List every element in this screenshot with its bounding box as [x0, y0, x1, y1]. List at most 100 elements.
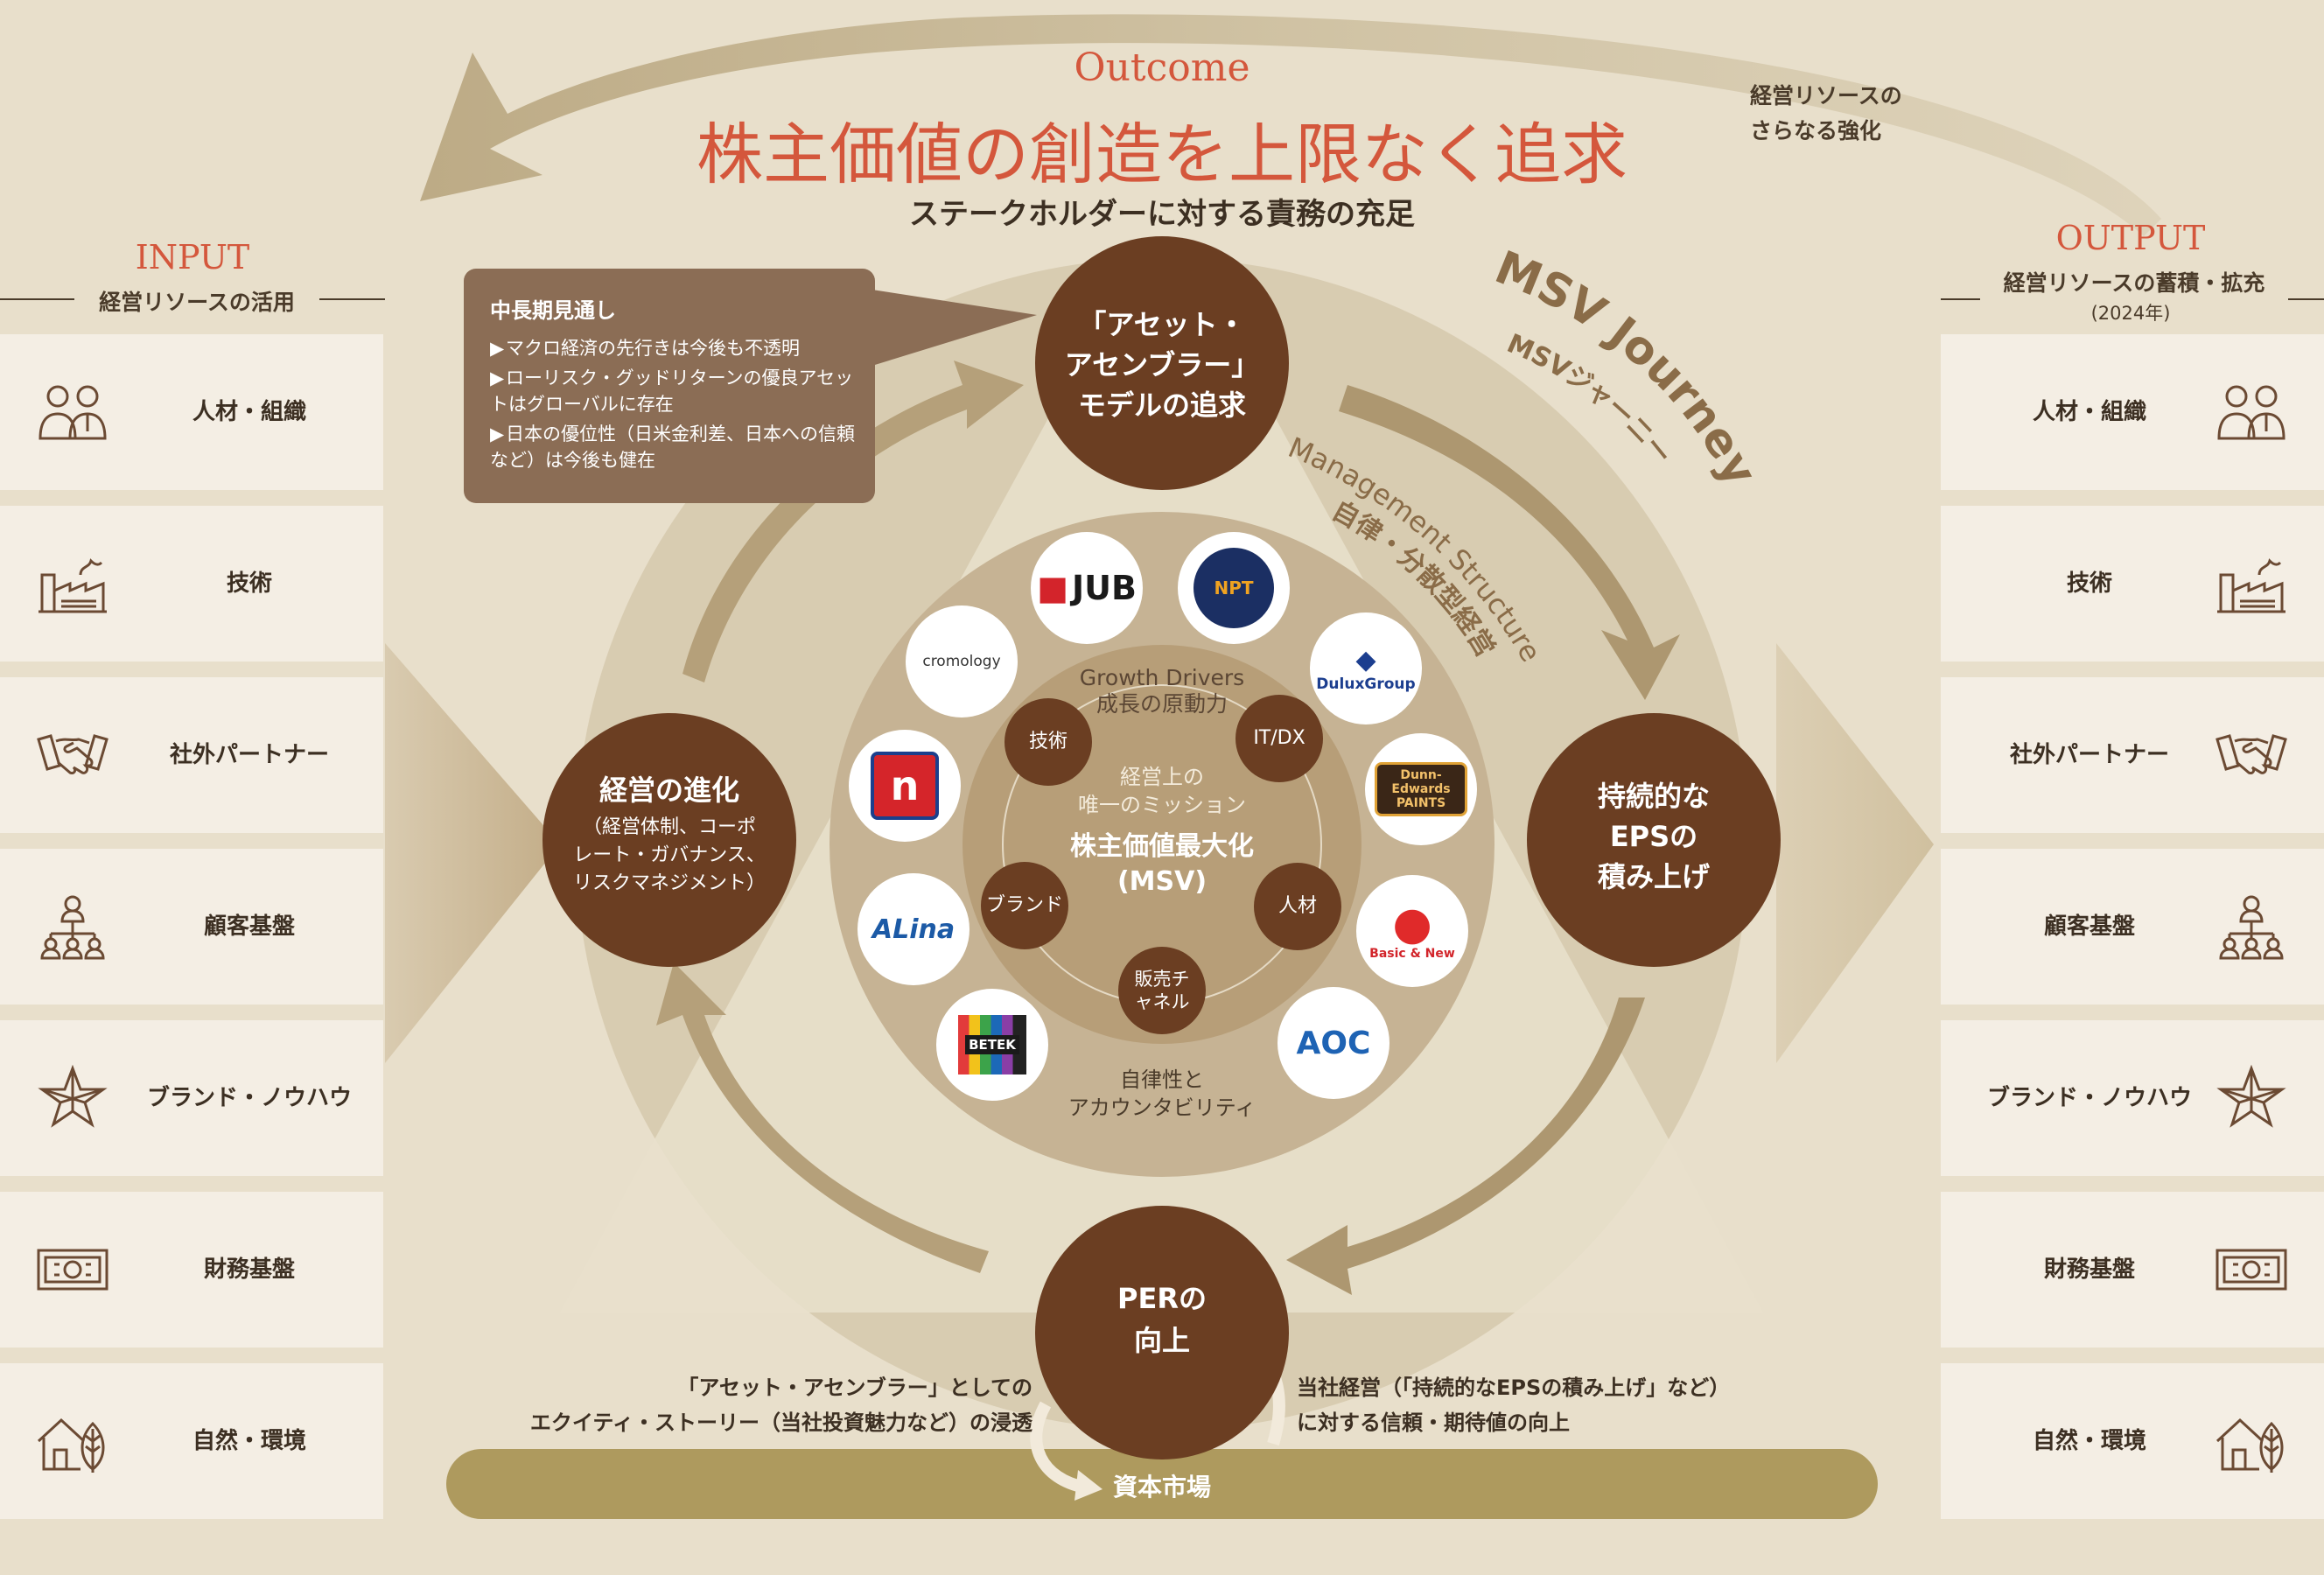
jub-mark-icon: ■ [1037, 569, 1068, 607]
logo-betek: BETEK [936, 989, 1048, 1101]
output-panel: ブランド・ノウハウ [1941, 1020, 2324, 1176]
input-panel: 社外パートナー [0, 677, 383, 833]
node-per-label: PERの 向上 [1117, 1282, 1207, 1357]
output-panel-label: 自然・環境 [2032, 1428, 2146, 1454]
autonomy-label: 自律性と アカウンタビリティ [1068, 1068, 1256, 1120]
outlook-item: ▶マクロ経済の先行きは今後も不透明 [490, 338, 800, 359]
driver-it-dx: IT/DX [1236, 695, 1323, 782]
banknote-icon [35, 1235, 110, 1305]
input-panel: 人材・組織 [0, 334, 383, 490]
trust-note: 当社経営（「持続的なEPSの積み上げ」など） に対する信頼・期待値の向上 [1297, 1376, 1731, 1435]
resource-strengthen-note: 経営リソースの さらなる強化 [1750, 83, 1902, 144]
input-arrow [385, 643, 560, 1063]
node-eps-label: 持続的な EPSの 積み上げ [1597, 780, 1710, 893]
input-subtitle: 経営リソースの活用 [99, 290, 295, 315]
star-icon [2214, 1063, 2289, 1133]
outlook-title: 中長期見通し [490, 298, 616, 323]
capital-market-label: 資本市場 [1112, 1473, 1211, 1502]
output-year: (2024年) [2090, 303, 2171, 324]
dulux-flag-icon: ◆ [1355, 644, 1376, 676]
driver-brand: ブランド [981, 862, 1068, 949]
output-panel: 人材・組織 [1941, 334, 2324, 490]
customer-network-icon [2214, 892, 2289, 962]
logo-alina: ALina [858, 873, 970, 985]
driver-talent: 人材 [1254, 863, 1341, 950]
input-panel-label: 顧客基盤 [203, 914, 295, 940]
output-panel-label: ブランド・ノウハウ [1986, 1085, 2192, 1111]
node-per [1035, 1206, 1289, 1460]
input-panel: 財務基盤 [0, 1192, 383, 1348]
left-small-arc [1030, 1401, 1087, 1494]
input-panel: 自然・環境 [0, 1363, 383, 1519]
input-title: INPUT [135, 238, 250, 276]
output-panel-label: 社外パートナー [2009, 742, 2169, 768]
outlook-item: ▶ローリスク・グッドリターンの優良アセットはグローバルに存在 [490, 368, 854, 415]
outlook-item: ▶日本の優位性（日米金利差、日本への信頼など）は今後も健在 [490, 424, 855, 471]
output-subtitle: 経営リソースの蓄積・拡充 [2003, 270, 2265, 296]
output-panel-label: 人材・組織 [2032, 399, 2146, 425]
output-panel: 財務基盤 [1941, 1192, 2324, 1348]
output-arrow [1776, 643, 1934, 1063]
capital-market-bar [446, 1449, 1878, 1519]
logo-duluxgroup: ◆DuluxGroup [1310, 612, 1422, 724]
factory-icon [35, 549, 110, 619]
arrow-bottom-right [1286, 998, 1645, 1295]
mission-label: 経営上の 唯一のミッション [1078, 765, 1246, 817]
node-asset-assembler-label: 「アセット・ アセンブラー」 モデルの追求 [1064, 308, 1260, 422]
people-icon [2214, 377, 2289, 447]
logo-npt: NPT [1178, 532, 1290, 644]
msv-label: 株主価値最大化 (MSV) [1070, 831, 1254, 897]
handshake-icon [35, 720, 110, 790]
logo-jub: ■JUB [1031, 532, 1143, 644]
growth-drivers-label: Growth Drivers 成長の原動力 [1079, 665, 1245, 717]
logo-aoc: AOC [1278, 987, 1390, 1099]
input-panel: 技術 [0, 506, 383, 662]
driver-technology: 技術 [1004, 698, 1092, 786]
node-management-evolution [542, 713, 796, 967]
basic-new-mark-icon: ● [1392, 898, 1432, 950]
arrow-top-left [682, 360, 1024, 682]
input-panel: 顧客基盤 [0, 849, 383, 1004]
logo-nippon: n [849, 730, 961, 842]
house-leaf-icon [35, 1406, 110, 1476]
output-panel: 技術 [1941, 506, 2324, 662]
arrow-top-right [1339, 385, 1680, 700]
input-panel-label: 人材・組織 [192, 399, 306, 425]
input-panel-label: 自然・環境 [192, 1428, 306, 1454]
logo-basic-new: ●Basic & New [1356, 875, 1468, 987]
banknote-icon [2214, 1235, 2289, 1305]
outcome-label: Outcome [1074, 46, 1250, 90]
driver-sales-channel: 販売チャネル [1118, 947, 1206, 1034]
factory-icon [2214, 549, 2289, 619]
input-panel-label: 社外パートナー [169, 742, 329, 768]
input-panel-label: 技術 [226, 570, 272, 597]
equity-story-note: 「アセット・アセンブラー」としての エクイティ・ストーリー（当社投資魅力など）の… [529, 1376, 1032, 1435]
star-icon [35, 1063, 110, 1133]
arrow-bottom-left [656, 962, 989, 1273]
output-title: OUTPUT [2055, 219, 2206, 257]
output-panel-label: 財務基盤 [2043, 1256, 2135, 1283]
customer-network-icon [35, 892, 110, 962]
handshake-icon [2214, 720, 2289, 790]
input-panel-label: ブランド・ノウハウ [146, 1085, 352, 1111]
npt-emblem-icon: NPT [1194, 548, 1274, 628]
house-leaf-icon [2214, 1406, 2289, 1476]
node-management-evolution-title: 経営の進化 [598, 774, 739, 807]
output-panel: 自然・環境 [1941, 1363, 2324, 1519]
output-panel-label: 顧客基盤 [2043, 914, 2135, 940]
top-arc-arrow [420, 14, 2161, 236]
outcome-subline: ステークホルダーに対する責務の充足 [909, 197, 1415, 232]
output-panel-label: 技術 [2066, 570, 2112, 597]
node-asset-assembler [1035, 236, 1289, 490]
people-icon [35, 377, 110, 447]
input-panel: ブランド・ノウハウ [0, 1020, 383, 1176]
node-management-evolution-sub: （経営体制、コーポ レート・ガバナンス、 リスクマネジメント） [572, 816, 766, 894]
input-panel-label: 財務基盤 [203, 1256, 295, 1283]
outlook-callout: 中長期見通し ▶マクロ経済の先行きは今後も不透明 ▶ローリスク・グッドリターンの… [464, 269, 875, 503]
logo-cromology: cromology [906, 606, 1018, 718]
logo-dunn-edwards: Dunn-Edwards PAINTS [1365, 733, 1477, 845]
outcome-headline: 株主価値の創造を上限なく追求 [696, 116, 1628, 193]
node-eps [1527, 713, 1781, 967]
output-panel: 顧客基盤 [1941, 849, 2324, 1004]
